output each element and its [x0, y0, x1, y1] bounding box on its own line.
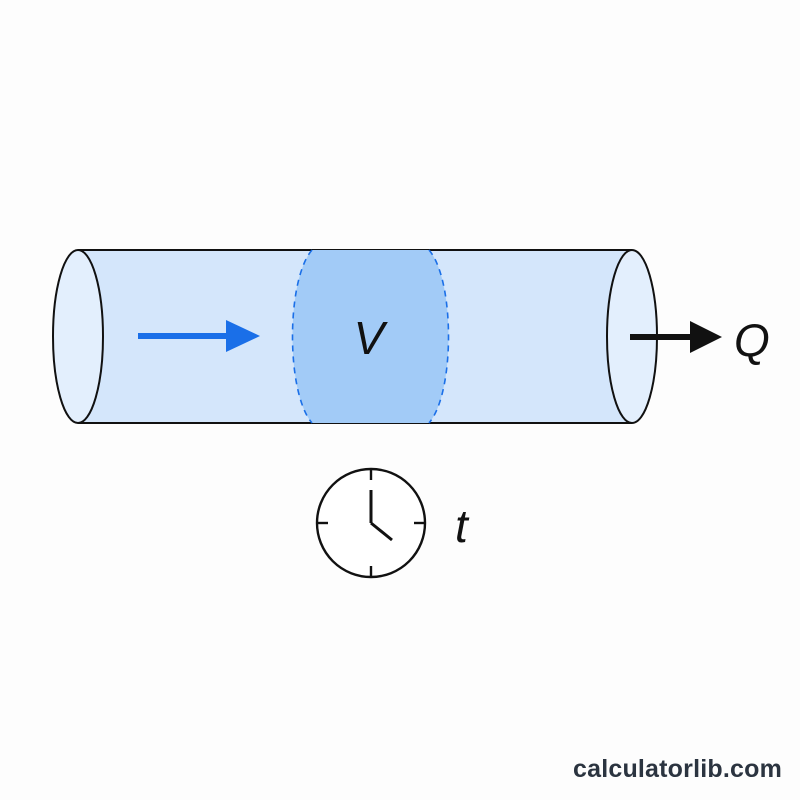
flow-rate-label: Q	[734, 314, 770, 366]
volume-label: V	[354, 312, 389, 364]
pipe-left-end	[52, 249, 104, 424]
volume-section-right-boundary	[428, 249, 450, 424]
time-label: t	[455, 500, 470, 552]
volume-section	[292, 250, 449, 423]
site-watermark: calculatorlib.com	[572, 755, 782, 783]
volume-section-left-boundary	[291, 249, 313, 424]
clock-icon	[315, 467, 427, 579]
arrow-right-icon	[138, 320, 260, 352]
arrow-right-icon	[630, 321, 722, 353]
